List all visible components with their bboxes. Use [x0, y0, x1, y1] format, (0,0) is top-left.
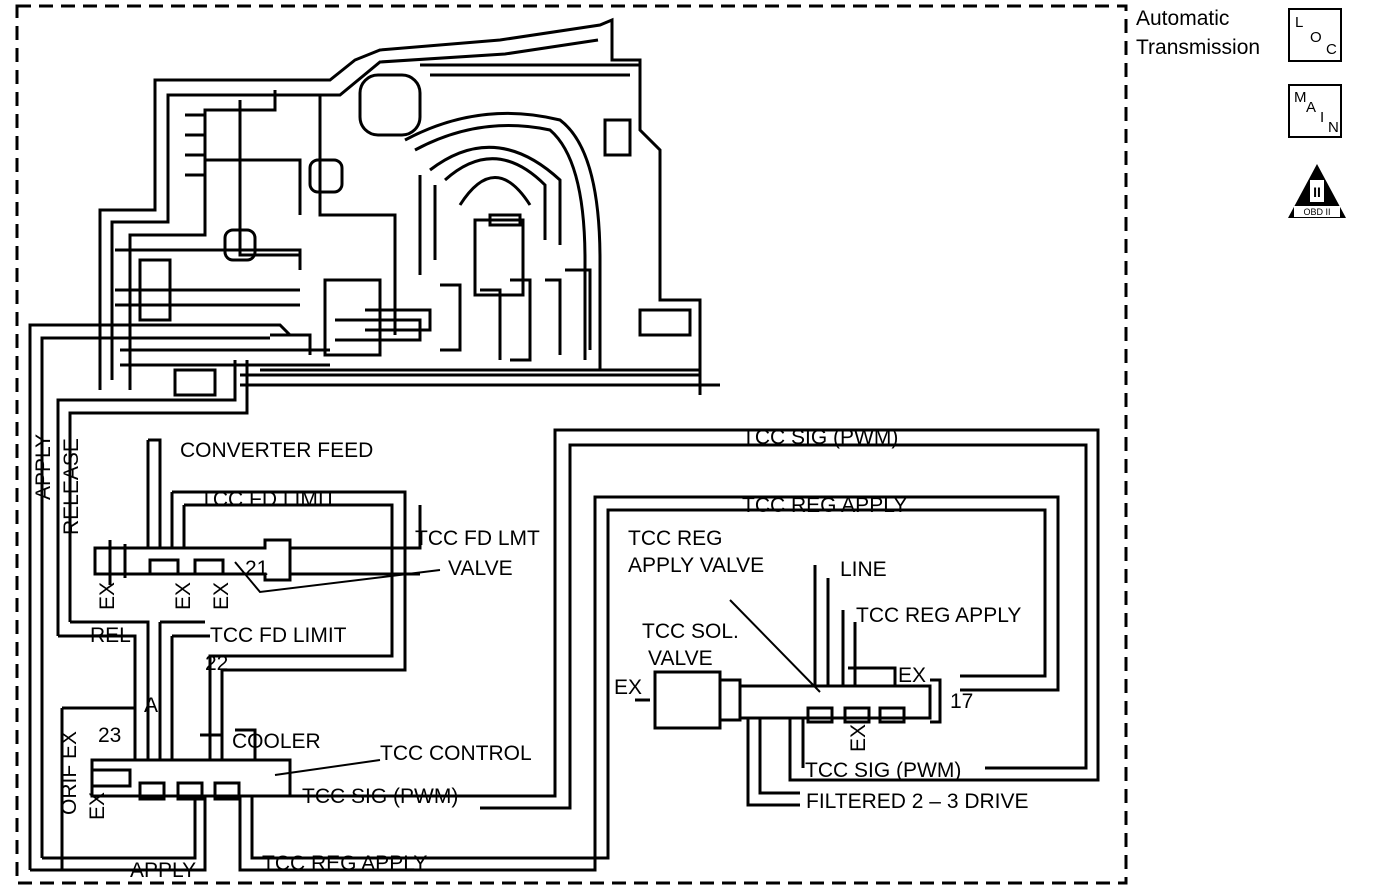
side-title-line1: Automatic	[1136, 7, 1230, 30]
apply-vertical-label: APPLY	[32, 434, 55, 500]
tcc-reg-apply-bottom-label: TCC REG APPLY	[262, 852, 427, 875]
ex-label-3: EX	[210, 582, 233, 610]
filtered-2-3-drive-label: FILTERED 2 – 3 DRIVE	[806, 790, 1029, 813]
obd-ii-badge[interactable]: II OBD II	[1286, 162, 1348, 220]
loc-badge-letter-c: C	[1326, 41, 1337, 58]
hydraulic-passages	[28, 323, 1100, 872]
tcc-reg-apply-valve-label-1: TCC REG	[628, 527, 723, 550]
converter-cross-section	[98, 17, 720, 397]
side-title: Automatic Transmission	[1136, 4, 1260, 62]
tcc-reg-apply-top-label: TCC REG APPLY	[742, 494, 907, 517]
tcc-fd-limit-mid-label: TCC FD LIMIT	[210, 624, 347, 647]
number-21: 21	[245, 557, 268, 580]
leader-lines	[234, 561, 821, 776]
ex-label-right-top: EX	[898, 664, 926, 687]
main-badge-letter-n: N	[1328, 119, 1339, 136]
apply-bottom-label: APPLY	[130, 859, 196, 882]
ex-label-orif: EX	[86, 792, 109, 820]
tcc-reg-apply-valve-label-2: APPLY VALVE	[628, 554, 764, 577]
tcc-fd-lmt-valve-label-2: VALVE	[448, 557, 513, 580]
tcc-fd-lmt-valve-label-1: TCC FD LMT	[415, 527, 540, 550]
side-title-line2: Transmission	[1136, 36, 1261, 59]
number-17: 17	[950, 690, 973, 713]
main-badge-letter-m: M	[1294, 89, 1307, 106]
loc-badge[interactable]: L O C	[1288, 8, 1342, 62]
tcc-sol-valve-label-2: VALVE	[648, 647, 713, 670]
tcc-sol-valve-label-1: TCC SOL.	[642, 620, 739, 643]
tcc-reg-apply-right-label: TCC REG APPLY	[856, 604, 1021, 627]
main-badge-letter-a: A	[1306, 99, 1317, 116]
obd-ii-roman: II	[1313, 184, 1321, 200]
main-badge-letter-i: I	[1320, 109, 1325, 126]
release-vertical-label: RELEASE	[60, 438, 83, 535]
number-22: 22	[205, 652, 228, 675]
tcc-sig-pwm-right-label: TCC SIG (PWM)	[805, 759, 961, 782]
tcc-fd-limit-top-label: TCC FD LIMIT	[200, 488, 337, 511]
number-23: 23	[98, 724, 121, 747]
line-label: LINE	[840, 558, 887, 581]
ex-label-right-bottom: EX	[847, 724, 870, 752]
obd-ii-caption: OBD II	[1303, 207, 1330, 217]
loc-badge-letter-l: L	[1295, 14, 1304, 31]
converter-feed-label: CONVERTER FEED	[180, 439, 373, 462]
ex-label-1: EX	[96, 582, 119, 610]
ex-label-sol: EX	[614, 676, 642, 699]
ex-label-2: EX	[172, 582, 195, 610]
tcc-control-label: TCC CONTROL	[380, 742, 532, 765]
tcc-sig-pwm-top-label: TCC SIG (PWM)	[742, 426, 898, 449]
tcc-sig-pwm-left-label: TCC SIG (PWM)	[302, 785, 458, 808]
loc-badge-letter-o: O	[1310, 29, 1322, 46]
rel-label: REL	[90, 624, 131, 647]
dashed-border	[15, 4, 1128, 885]
obd-triangle-icon: II OBD II	[1288, 164, 1346, 218]
orif-ex-label: ORIF EX	[58, 731, 81, 815]
main-badge[interactable]: M A I N	[1288, 84, 1342, 138]
a-label: A	[144, 694, 158, 717]
cooler-label: COOLER	[232, 730, 321, 753]
